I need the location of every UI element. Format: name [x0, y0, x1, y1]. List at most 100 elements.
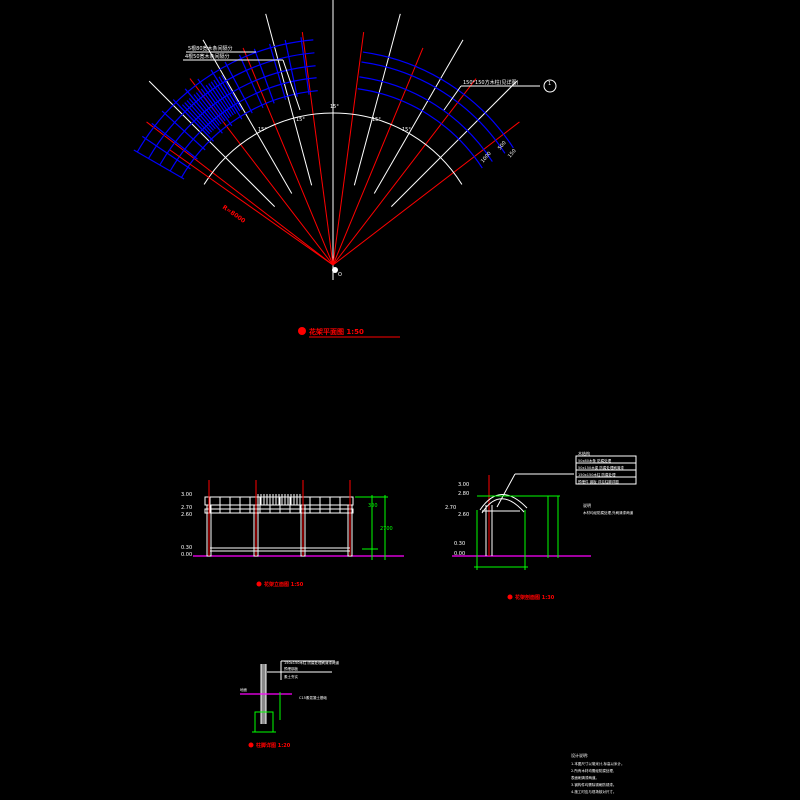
table-row: 50x150木梁 防腐处理刷清漆	[578, 465, 624, 470]
radius-label: R=8000	[221, 204, 247, 225]
angle-label: 15°	[330, 104, 339, 110]
note-line: 2.所有木材均需经防腐处理,	[571, 768, 614, 773]
level: 3.00	[181, 492, 192, 498]
table-row: 预埋件 钢板 详见柱脚详图	[578, 479, 619, 484]
timber-slat	[191, 96, 218, 128]
timber-slat	[186, 100, 214, 131]
timber-slat	[200, 88, 226, 122]
beam-arc	[359, 76, 493, 162]
radial-axis-line	[332, 31, 365, 266]
angle-label: 15°	[402, 127, 411, 133]
level: 2.60	[181, 512, 192, 518]
pergola-section: 木结构 50x80木条 防腐处理 50x150木梁 防腐处理刷清漆 150x15…	[445, 450, 637, 601]
timber-slat	[218, 76, 241, 112]
timber-slat	[179, 106, 209, 136]
pergola-plan: R=8000 O 4根50宽木条间隔分 5根80宽木条间隔分 150*150方木…	[133, 0, 557, 338]
radial-lines	[146, 13, 520, 266]
detail-label: 地面	[240, 687, 247, 692]
timber-slat	[133, 149, 185, 180]
timber-slat	[269, 43, 287, 100]
timber-slat	[224, 61, 253, 114]
leader	[496, 473, 516, 508]
level: 0.00	[454, 551, 465, 557]
radial-axis-line	[332, 78, 477, 266]
level: 2.70	[445, 505, 456, 511]
general-notes: 设计说明: 1.本图尺寸以毫米计,标高以米计。 2.所有木材均需经防腐处理, 表…	[571, 752, 624, 794]
detail-label: 预埋钢板	[284, 666, 298, 671]
detail-label: C15素混凝土基础	[299, 695, 327, 700]
radial-axis-line	[332, 47, 424, 266]
elevation-title: 花架立面图 1:50	[264, 581, 304, 588]
level: 0.30	[181, 545, 192, 551]
note-line: 1.本图尺寸以毫米计,标高以米计。	[571, 761, 624, 766]
timber-slat	[215, 78, 239, 113]
arched-beam	[479, 494, 528, 511]
dimension-arc	[203, 112, 463, 185]
timber-slat	[188, 98, 216, 130]
detail-label: 150x150木柱 防腐处理刷清漆两道	[284, 660, 340, 665]
dimension-ray	[202, 39, 293, 194]
dim-label: 2700	[380, 526, 393, 532]
detail-title: 柱脚详图 1:20	[256, 742, 291, 749]
timber-slat	[284, 39, 298, 97]
section-symbol-number: 1	[548, 81, 551, 87]
radial-axis-line	[332, 121, 520, 266]
title-symbol	[507, 594, 513, 600]
timber-slat	[208, 83, 232, 117]
section-symbol	[543, 79, 557, 93]
dimension-ray	[390, 80, 518, 208]
title-symbol	[256, 581, 262, 587]
timber-slat	[193, 94, 220, 126]
section-title: 花架剖面图 1:30	[515, 594, 555, 601]
note-2: 5根80宽木条间隔分	[188, 45, 233, 52]
level: 2.80	[458, 491, 469, 497]
section-note-title: 说明	[583, 502, 591, 508]
timber-slat	[221, 74, 243, 111]
timber-slat	[213, 79, 236, 115]
beam-arc	[357, 88, 483, 169]
note-line: 4.施工时应与现场核对尺寸。	[571, 789, 616, 794]
dim-label: 150	[507, 148, 518, 159]
note-1: 4根50宽木条间隔分	[185, 53, 230, 60]
beam-arc	[361, 61, 506, 154]
radius-line	[169, 149, 334, 266]
timber-slat	[184, 102, 213, 133]
angle-label: 15°	[296, 117, 305, 123]
posts	[206, 480, 353, 557]
notes-title: 设计说明:	[571, 752, 588, 758]
level: 0.00	[181, 552, 192, 558]
level: 3.00	[458, 482, 469, 488]
beam-arc	[362, 51, 514, 149]
footing-detail: 150x150木柱 防腐处理刷清漆两道 预埋钢板 素土夯实 地面 C15素混凝土…	[240, 660, 340, 749]
title-symbol	[298, 327, 306, 335]
note-line: 3.钢构件均需除锈刷防锈漆。	[571, 782, 616, 787]
slats	[209, 494, 351, 513]
radial-axis-line	[242, 47, 334, 266]
dimension-ray	[148, 80, 276, 208]
leader-1b	[282, 59, 301, 111]
timber-slat	[195, 92, 222, 125]
dimension-ray	[373, 39, 464, 194]
dim-label: 500	[497, 140, 508, 151]
timber-slat	[253, 48, 275, 104]
radial-axis-line	[146, 121, 334, 266]
note-line: 表面刷清漆两道。	[571, 775, 599, 780]
center-label: O	[338, 272, 342, 278]
timber-slat	[238, 54, 264, 109]
timber-slat	[203, 86, 228, 120]
level: 0.30	[454, 541, 465, 547]
angle-label: 15°	[258, 127, 267, 133]
timber-grid	[133, 37, 310, 180]
timber-slat	[141, 135, 191, 170]
center-point	[332, 267, 338, 273]
section-note: 木材均经防腐处理,外刷清漆两道	[583, 510, 634, 515]
beam-lower	[204, 508, 354, 514]
timber-slat	[205, 84, 230, 119]
level: 2.60	[458, 512, 469, 518]
timber-slat	[151, 122, 198, 160]
note-3: 150*150方木柱(见详图)	[463, 79, 519, 86]
table-title: 木结构	[578, 450, 590, 456]
timber-slat	[198, 90, 224, 123]
table-row: 50x80木条 防腐处理	[578, 458, 612, 463]
